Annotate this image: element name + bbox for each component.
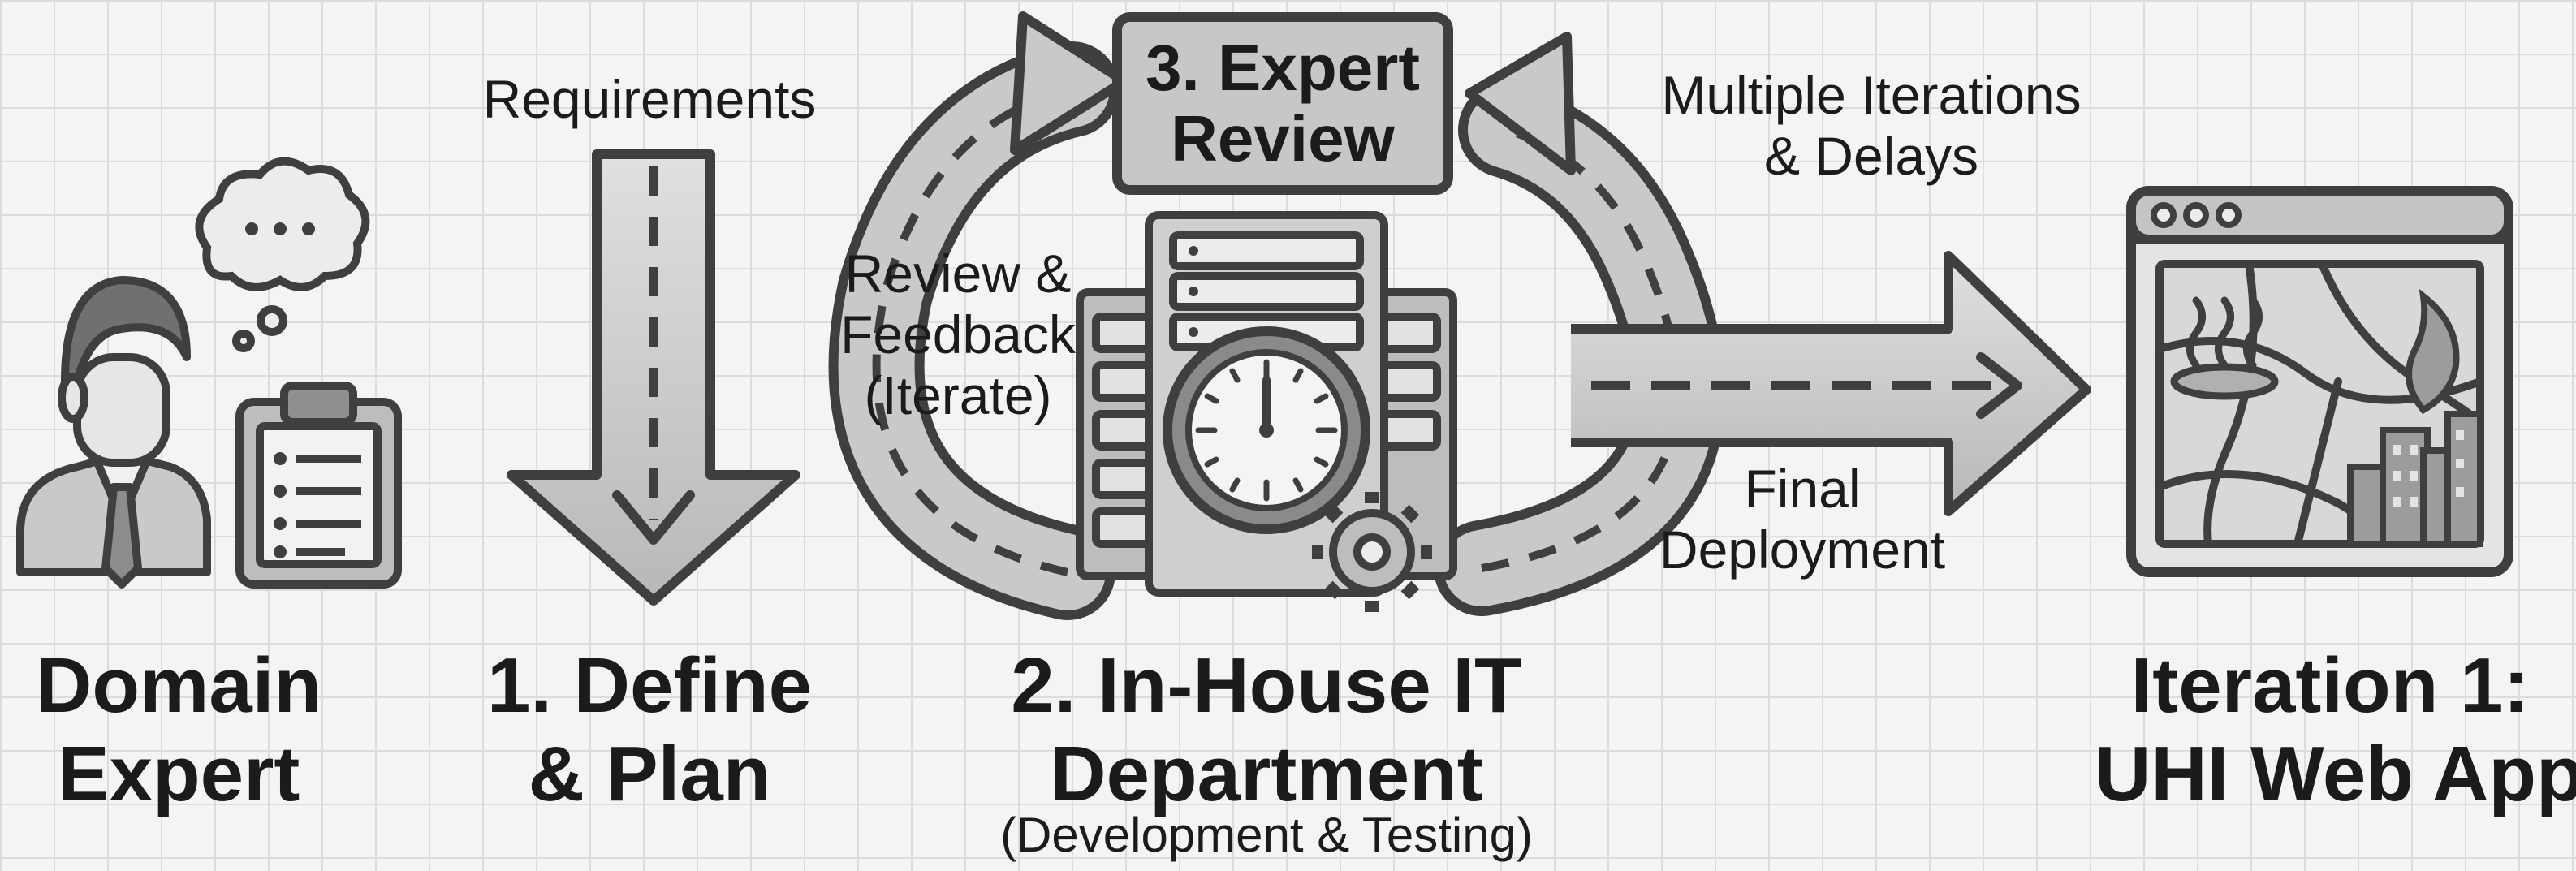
deployment-label: Final Deployment [1632,459,1973,580]
it-department-line-1: 2. In-House IT [1011,642,1522,729]
person-icon [16,276,211,589]
expert-review-title-2: Review [1171,101,1395,175]
expert-review-title: 3. Expert [1146,32,1420,105]
deployment-line-2: Deployment [1659,520,1946,580]
clipboard-icon [235,382,402,589]
define-plan-label: 1. Define & Plan [463,641,836,819]
domain-expert-label: Domain Expert [16,641,341,819]
thought-bubble-icon [195,157,370,352]
web-app-line-1: Iteration 1: [2130,642,2530,729]
define-plan-line-1: 1. Define [486,642,813,729]
it-department-label: 2. In-House IT Department [917,641,1616,819]
requirements-text: Requirements [482,69,817,129]
requirements-arrow [507,149,800,606]
gear-icon [1312,492,1432,612]
deployment-arrow [1571,251,2091,516]
it-department-line-2: Department [1050,731,1483,818]
clock-icon [1163,326,1370,534]
it-department-subtitle: (Development & Testing) [917,808,1616,863]
domain-expert-line-2: Expert [57,731,300,818]
iterations-line-2: & Delays [1763,126,1979,187]
review-feedback-line-2: Feedback [840,304,1076,365]
requirements-label: Requirements [455,69,844,130]
review-feedback-arrow [828,11,1129,620]
flame-icon [2406,288,2460,415]
review-feedback-line-1: Review & [844,244,1072,304]
web-app-line-2: UHI Web App [2095,731,2576,818]
web-app-label: Iteration 1: UHI Web App [2095,641,2576,819]
it-department-sub: (Development & Testing) [1000,808,1533,862]
expert-review-box: 3. Expert Review [1112,12,1453,195]
deployment-line-1: Final [1744,459,1861,519]
review-feedback-label: Review & Feedback (Iterate) [812,244,1104,427]
review-feedback-line-3: (Iterate) [864,365,1052,426]
iterations-label: Multiple Iterations & Delays [1607,65,2135,187]
city-buildings-icon [2347,411,2483,547]
hot-spring-icon [2170,296,2279,400]
define-plan-line-2: & Plan [528,731,771,818]
iterations-line-1: Multiple Iterations [1661,65,2082,125]
domain-expert-line-1: Domain [35,642,322,729]
